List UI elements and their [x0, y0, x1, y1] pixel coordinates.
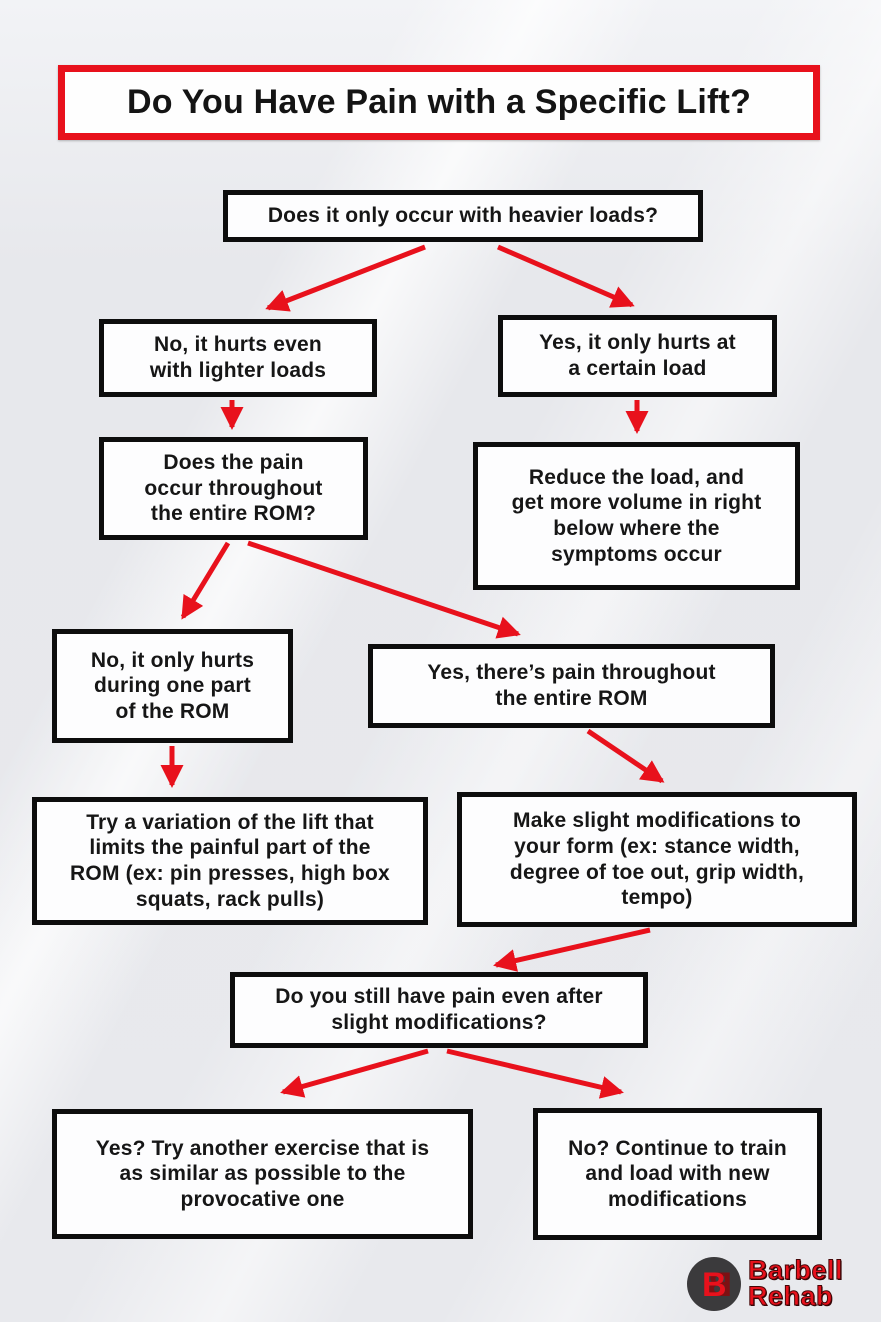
node-question-heavier-loads: Does it only occur with heavier loads? [223, 190, 703, 242]
arrow-modifications-to-question-icon [493, 927, 651, 972]
page-title: Do You Have Pain with a Specific Lift? [126, 83, 752, 121]
node-no-continue-training: No? Continue to train and load with new … [533, 1108, 822, 1240]
svg-text:B: B [707, 1266, 732, 1304]
title-box: Do You Have Pain with a Specific Lift? [58, 65, 820, 140]
brand-wordmark: Barbell Rehab [747, 1255, 844, 1311]
brand-line-2: Rehab [747, 1281, 834, 1311]
node-make-modifications: Make slight modifications to your form (… [457, 792, 857, 927]
arrow-rom-to-one-part-icon [180, 541, 231, 620]
brand-line-1: Barbell [747, 1255, 844, 1286]
node-no-lighter-loads: No, it hurts even with lighter loads [99, 319, 377, 397]
brand-logo: B B Barbell Rehab [686, 1252, 876, 1316]
arrow-question-to-no-icon [446, 1048, 624, 1099]
arrow-question-to-yes-icon [280, 1048, 429, 1098]
node-yes-certain-load: Yes, it only hurts at a certain load [498, 315, 777, 397]
node-no-one-part-rom: No, it only hurts during one part of the… [52, 629, 293, 743]
arrow-heavier-to-no-icon [265, 244, 426, 312]
node-try-variation: Try a variation of the lift that limits … [32, 797, 428, 925]
node-yes-try-another-exercise: Yes? Try another exercise that is as sim… [52, 1109, 473, 1239]
barbell-rehab-monogram-icon: B B [687, 1257, 741, 1311]
node-reduce-load: Reduce the load, and get more volume in … [473, 442, 800, 590]
node-question-pain-after-modifications: Do you still have pain even after slight… [230, 972, 648, 1048]
node-yes-entire-rom: Yes, there’s pain throughout the entire … [368, 644, 775, 728]
arrow-entire-to-modifications-icon [586, 728, 665, 784]
svg-text:B: B [702, 1266, 727, 1304]
node-question-entire-rom: Does the pain occur throughout the entir… [99, 437, 368, 540]
arrow-heavier-to-yes-icon [497, 244, 635, 308]
